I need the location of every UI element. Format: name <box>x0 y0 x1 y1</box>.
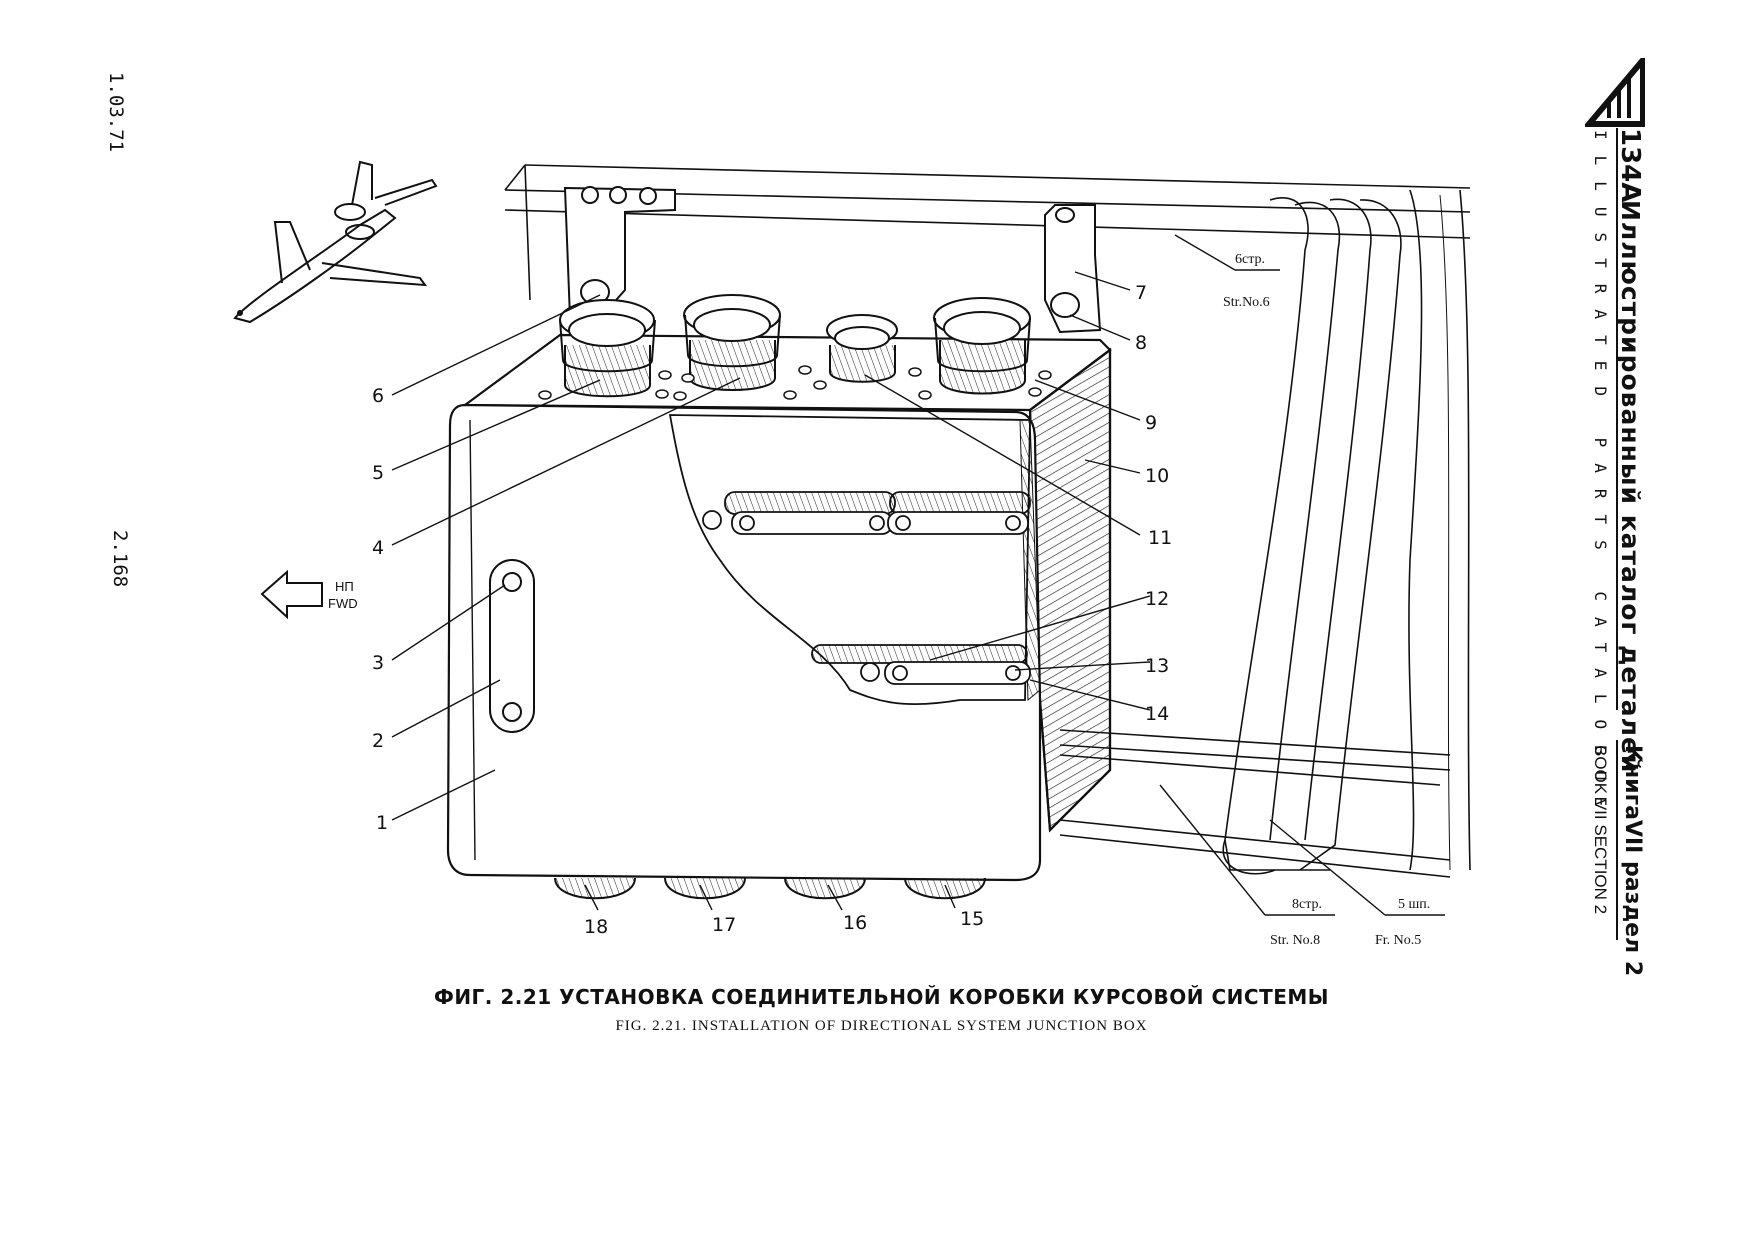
connector-a <box>559 299 656 398</box>
callout-8: 8 <box>1135 332 1148 354</box>
connector-d <box>933 297 1031 395</box>
callout-2: 2 <box>372 730 385 752</box>
stringer-8-ru: 8стр. <box>1292 897 1323 912</box>
top-connectors <box>538 294 1052 401</box>
connector-b <box>683 294 781 391</box>
stringer-6-ru: 6стр. <box>1235 252 1266 267</box>
callout-16: 16 <box>843 912 868 934</box>
leader-lines <box>391 234 1445 916</box>
title-underline <box>1616 128 1618 710</box>
figure-caption-en: FIG. 2.21. INSTALLATION OF DIRECTIONAL S… <box>615 1018 1148 1034</box>
cover-latch <box>489 559 535 733</box>
callout-3: 3 <box>372 652 385 674</box>
callout-9: 9 <box>1145 412 1158 434</box>
bottom-connectors <box>554 877 986 900</box>
top-screws <box>538 365 1052 401</box>
callout-5: 5 <box>372 462 385 484</box>
frame-5-ru: 5 шп. <box>1398 897 1431 912</box>
stringer-6-en: Str.No.6 <box>1223 295 1270 310</box>
tupolev-logo-icon <box>1585 58 1645 127</box>
stringer-8-en: Str. No.8 <box>1270 933 1321 948</box>
connector-c <box>826 314 898 383</box>
callout-18: 18 <box>584 916 609 938</box>
callout-11: 11 <box>1148 527 1173 549</box>
terminal-strip-lower <box>811 644 1031 685</box>
airplane-icon <box>233 160 438 324</box>
callout-10: 10 <box>1145 465 1170 487</box>
forward-arrow-icon <box>260 569 323 620</box>
callout-7: 7 <box>1135 282 1148 304</box>
callout-12: 12 <box>1145 588 1170 610</box>
fuselage-structure <box>504 164 1471 878</box>
callout-13: 13 <box>1145 655 1170 677</box>
figure-caption-ru: ФИГ. 2.21 УСТАНОВКА СОЕДИНИТЕЛЬНОЙ КОРОБ… <box>433 985 1330 1009</box>
book-underline <box>1616 740 1618 940</box>
direction-ru: НП <box>335 579 354 594</box>
direction-en: FWD <box>328 596 358 611</box>
callout-17: 17 <box>712 914 737 936</box>
callout-15: 15 <box>960 908 985 930</box>
callout-6: 6 <box>372 385 385 407</box>
callout-1: 1 <box>376 812 389 834</box>
terminal-strip-upper <box>702 491 1031 535</box>
frame-5-en: Fr. No.5 <box>1375 933 1422 948</box>
junction-box <box>446 333 1112 882</box>
callout-14: 14 <box>1145 703 1170 725</box>
callout-4: 4 <box>372 537 385 559</box>
